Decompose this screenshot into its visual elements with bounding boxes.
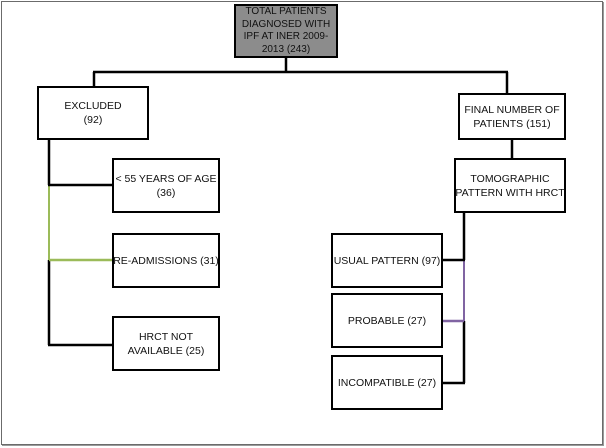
under-55-box: < 55 YEARS OF AGE(36): [112, 158, 220, 213]
usual-pattern-box: USUAL PATTERN (97): [331, 233, 443, 288]
box-text-line: TOMOGRAPHIC: [470, 172, 550, 185]
box-text-line: IPF AT INER 2009-: [243, 31, 329, 42]
incompatible-box: INCOMPATIBLE (27): [331, 355, 443, 410]
box-text-line: RE-ADMISSIONS (31): [113, 254, 219, 267]
box-text-line: < 55 YEARS OF AGE: [115, 172, 217, 185]
probable-box: PROBABLE (27): [331, 293, 443, 348]
box-text-line: INCOMPATIBLE (27): [337, 376, 437, 389]
box-text-line: DIAGNOSED WITH: [241, 18, 331, 30]
box-text-line: PATIENTS (151): [473, 117, 551, 130]
box-text-line: (92): [83, 114, 103, 126]
box-text-line: USUAL PATTERN (97): [333, 254, 441, 267]
box-text-line: AVAILABLE (25): [127, 344, 205, 357]
box-text-line: EXCLUDED: [64, 100, 122, 112]
box-text-line: PROBABLE (27): [347, 314, 427, 327]
readmissions-box: RE-ADMISSIONS (31): [112, 233, 220, 288]
box-text-line: 2013 (243): [261, 43, 311, 55]
box-text-line: FINAL NUMBER OF: [464, 103, 560, 116]
box-text-line: PATTERN WITH HRCT: [455, 186, 565, 199]
excluded-box: EXCLUDED (92): [37, 86, 149, 140]
box-text-line: TOTAL PATIENTS: [245, 6, 327, 17]
box-text-line: (36): [156, 186, 176, 199]
box-text-line: HRCT NOT: [138, 330, 194, 343]
